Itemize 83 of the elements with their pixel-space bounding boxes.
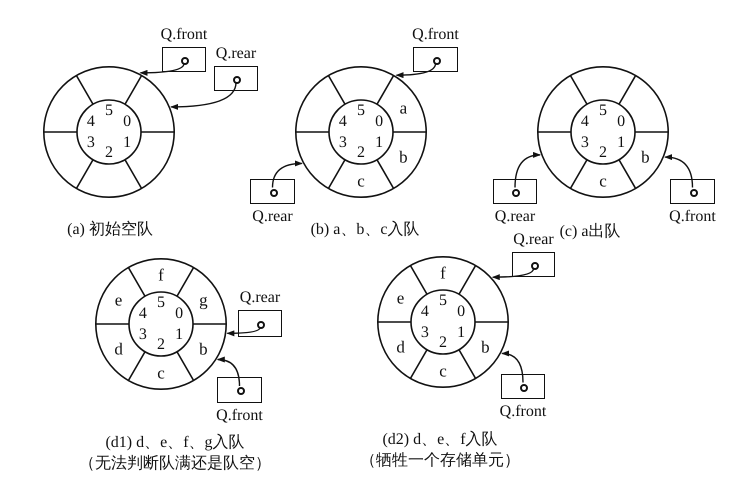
caption: (b) a、b、c入队 — [310, 222, 420, 238]
slot-index: 1 — [457, 324, 466, 340]
pointer-box — [501, 374, 545, 399]
slot-index: 2 — [439, 335, 447, 351]
pointer-label: Q.rear — [494, 209, 536, 225]
queue-element: d — [396, 338, 405, 355]
slot-index: 5 — [599, 103, 607, 119]
pointer-label: Q.rear — [513, 232, 554, 248]
pointer-label: Q.front — [500, 404, 546, 420]
queue-element: b — [399, 148, 408, 165]
pointer-arrow — [272, 160, 303, 188]
caption: (d2) d、e、f入队 — [382, 432, 498, 448]
queue-element: b — [641, 148, 650, 165]
pointer-label: Q.front — [216, 408, 263, 424]
slot-index: 2 — [599, 145, 607, 161]
pointer-box — [238, 310, 282, 337]
slot-index: 4 — [138, 306, 147, 322]
slot-index: 3 — [86, 134, 95, 150]
slot-index: 4 — [580, 114, 589, 130]
slot-index: 3 — [338, 134, 347, 150]
pointer-arrow — [514, 152, 542, 188]
slot-index: 0 — [617, 114, 626, 130]
pointer-arrow — [664, 154, 694, 188]
slot-index: 2 — [105, 145, 113, 161]
slot-index: 4 — [420, 304, 429, 320]
queue-element: e — [396, 289, 404, 306]
slot-index: 3 — [580, 134, 589, 150]
pointer-box — [217, 377, 262, 403]
queue-element: e — [114, 291, 122, 308]
slot-index: 1 — [175, 326, 184, 342]
queue-element: b — [481, 338, 490, 355]
pointer-label: Q.front — [160, 27, 208, 43]
slot-index: 4 — [338, 114, 347, 130]
pointer-label: Q.front — [669, 209, 716, 225]
queue-element: g — [199, 291, 208, 308]
slot-index: 1 — [123, 134, 132, 150]
caption: (d1) d、e、f、g入队 — [105, 435, 245, 451]
pointer-box — [162, 47, 206, 72]
pointer-box — [413, 47, 458, 72]
queue-element: b — [199, 340, 208, 357]
queue-element: c — [439, 362, 447, 380]
pointer-arrow — [170, 82, 237, 110]
pointer-label: Q.rear — [240, 290, 280, 306]
queue-element: c — [599, 172, 607, 190]
caption: （牺牲一个存储单元） — [360, 453, 520, 469]
pointer-arrow — [396, 63, 436, 78]
slot-index: 5 — [439, 293, 447, 309]
slot-index: 0 — [457, 304, 466, 320]
pointer-arrow — [139, 63, 185, 76]
slot-index: 5 — [105, 103, 113, 119]
pointer-box — [512, 252, 555, 277]
slot-index: 3 — [420, 324, 429, 340]
slot-index: 0 — [175, 306, 184, 322]
pointer-arrow — [501, 350, 524, 383]
queue-element: f — [440, 264, 446, 282]
pointer-label: Q.rear — [216, 46, 256, 62]
queue-element: f — [158, 266, 164, 284]
queue-element: d — [114, 340, 123, 357]
pointer-box — [670, 179, 715, 204]
slot-index: 4 — [86, 114, 95, 130]
caption: (c) a出队 — [560, 224, 620, 240]
slot-index: 1 — [375, 134, 384, 150]
slot-index: 1 — [617, 134, 626, 150]
queue-element: a — [400, 99, 408, 116]
pointer-arrow — [226, 327, 261, 336]
slot-index: 5 — [157, 295, 165, 311]
queue-element: c — [157, 364, 165, 382]
pointer-arrow — [492, 268, 534, 280]
slot-index: 5 — [357, 103, 365, 119]
pointer-box — [493, 179, 537, 204]
slot-index: 2 — [357, 145, 365, 161]
slot-index: 0 — [375, 114, 384, 130]
slot-index: 2 — [157, 337, 165, 353]
pointer-arrow — [216, 356, 240, 386]
caption: （无法判断队满还是队空） — [79, 456, 271, 472]
pointer-label: Q.rear — [252, 209, 293, 225]
pointer-box — [214, 66, 258, 91]
slot-index: 3 — [138, 326, 147, 342]
caption: (a) 初始空队 — [67, 222, 153, 238]
pointer-box — [250, 179, 295, 204]
slot-index: 0 — [123, 114, 132, 130]
pointer-label: Q.front — [412, 27, 459, 43]
queue-element: c — [357, 172, 365, 190]
